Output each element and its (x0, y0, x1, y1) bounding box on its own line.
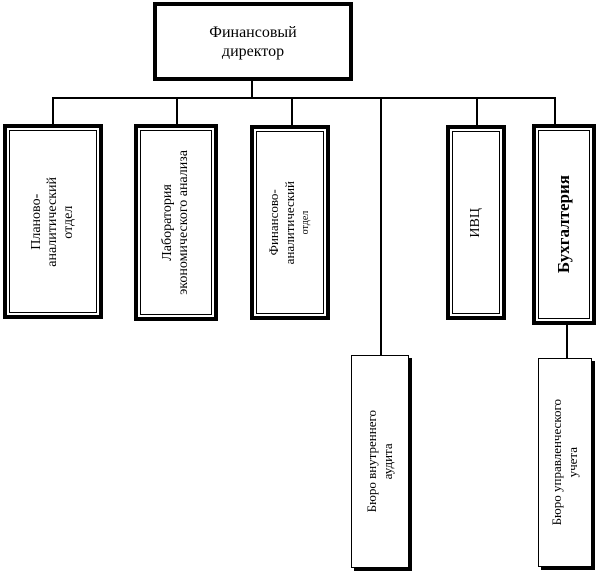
connector-finance (291, 97, 293, 125)
connector-horizontal-bus (52, 97, 556, 99)
economic-analysis-lab-line1: Лаборатория (160, 184, 175, 261)
box-financial-director: Финансовый директор (153, 2, 353, 81)
planning-department-line2: аналитический (45, 176, 60, 267)
connector-accounting (554, 97, 556, 124)
connector-audit (380, 97, 382, 355)
connector-ivc (476, 97, 478, 125)
financial-director-line1: Финансовый (209, 23, 297, 41)
internal-audit-bureau-line1: Бюро внутреннего (364, 410, 379, 513)
connector-lab (176, 97, 178, 124)
financial-analysis-department-line3: отдел (300, 210, 311, 235)
connector-mgmt-accounting (566, 324, 568, 358)
financial-analysis-department-line1: Финансово- (266, 189, 281, 256)
box-internal-audit-bureau: Бюро внутреннего аудита (351, 355, 409, 568)
accounting-label: Бухгалтерия (554, 175, 573, 274)
box-economic-analysis-lab: Лаборатория экономического анализа (134, 124, 218, 321)
economic-analysis-lab-line2: экономического анализа (176, 150, 191, 295)
box-planning-department: Планово- аналитический отдел (3, 124, 103, 319)
box-computing-center: ИВЦ (446, 125, 506, 320)
financial-director-line2: директор (221, 42, 285, 60)
connector-planning (52, 97, 54, 124)
planning-department-line1: Планово- (29, 193, 44, 250)
box-financial-analysis-department: Финансово- аналитический отдел (250, 125, 330, 320)
box-accounting: Бухгалтерия (532, 124, 596, 325)
management-accounting-bureau-line2: учета (565, 447, 580, 478)
computing-center-label: ИВЦ (468, 207, 483, 238)
connector-root-down (251, 80, 253, 98)
planning-department-line3: отдел (61, 204, 76, 239)
management-accounting-bureau-line1: Бюро управленческого (549, 399, 564, 526)
box-management-accounting-bureau: Бюро управленческого учета (538, 358, 592, 567)
financial-analysis-department-line2: аналитический (282, 180, 297, 265)
internal-audit-bureau-line2: аудита (380, 443, 395, 480)
